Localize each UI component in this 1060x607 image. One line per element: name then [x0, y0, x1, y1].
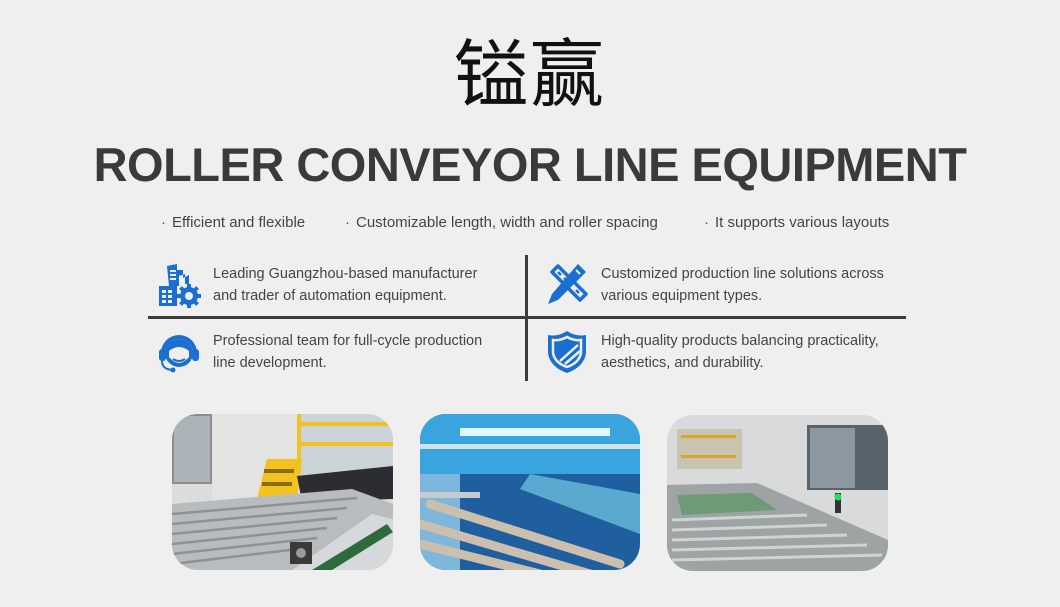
shield-icon — [544, 329, 590, 375]
bullet-dot: · — [345, 214, 350, 231]
feature-label: It supports various layouts — [715, 214, 890, 231]
highlight-text: High-quality products balancing practica… — [601, 333, 879, 371]
highlight-customized: Customized production line solutions acr… — [544, 259, 884, 311]
brand-title-chinese: 镒赢 — [454, 32, 606, 118]
feature-label: Efficient and flexible — [172, 214, 306, 231]
feature-item: · Efficient and flexible — [161, 212, 305, 234]
highlights-grid: Leading Guangzhou-based manufacturer and… — [148, 255, 906, 381]
highlight-text: Leading Guangzhou-based manufacturer and… — [213, 266, 478, 304]
bullet-dot: · — [161, 214, 166, 231]
headset-support-icon — [156, 329, 202, 375]
highlight-text: Customized production line solutions acr… — [601, 266, 884, 304]
conveyor-photo-3 — [667, 415, 888, 571]
feature-item: · It supports various layouts — [704, 212, 889, 234]
highlight-team: Professional team for full-cycle product… — [156, 327, 482, 377]
feature-item: · Customizable length, width and roller s… — [345, 212, 658, 234]
conveyor-photo-2 — [420, 414, 640, 570]
feature-label: Customizable length, width and roller sp… — [356, 214, 658, 231]
conveyor-photo-1 — [172, 414, 393, 570]
bullet-dot: · — [704, 214, 709, 231]
page-title: ROLLER CONVEYOR LINE EQUIPMENT — [93, 138, 967, 191]
feature-list: · Efficient and flexible · Customizable le… — [0, 212, 1060, 234]
factory-gear-icon — [156, 262, 202, 308]
vertical-divider — [525, 255, 528, 381]
highlight-text: Professional team for full-cycle product… — [213, 333, 483, 371]
photo-gallery — [0, 414, 1060, 572]
highlight-quality: High-quality products balancing practica… — [544, 327, 879, 377]
highlight-manufacturer: Leading Guangzhou-based manufacturer and… — [156, 259, 477, 311]
pencil-ruler-icon — [544, 262, 590, 308]
